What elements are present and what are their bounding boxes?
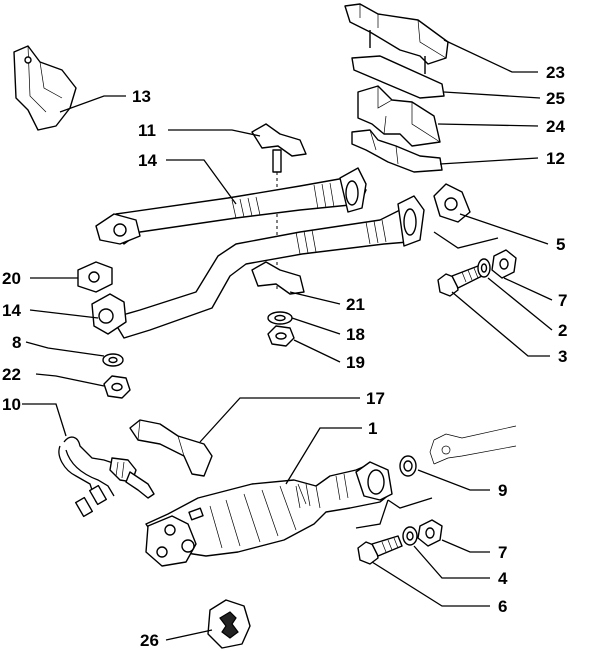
part-10-oxygen-sensor bbox=[58, 436, 155, 518]
part-20-gasket bbox=[77, 261, 113, 293]
callout-18: 18 bbox=[346, 325, 365, 344]
callout-13: 13 bbox=[132, 87, 151, 106]
callout-4: 4 bbox=[498, 569, 508, 588]
part-9-gasket bbox=[399, 455, 417, 477]
callout-20: 20 bbox=[2, 269, 21, 288]
part-6-bolt bbox=[357, 535, 403, 565]
callout-6: 6 bbox=[498, 597, 507, 616]
part-19-nut bbox=[267, 325, 295, 347]
callout-7-lower: 7 bbox=[498, 543, 507, 562]
leader-lines bbox=[22, 39, 553, 641]
callout-1: 1 bbox=[368, 419, 377, 438]
callout-26: 26 bbox=[140, 631, 159, 650]
callout-25: 25 bbox=[546, 89, 565, 108]
part-1-catalytic-converter bbox=[145, 461, 393, 567]
callout-22: 22 bbox=[2, 365, 21, 384]
part-4-washer bbox=[402, 526, 418, 546]
callout-14-upper: 14 bbox=[138, 151, 157, 170]
part-5-gasket bbox=[433, 183, 471, 223]
part-22-nut bbox=[103, 375, 131, 399]
part-7-nut-lower bbox=[417, 519, 443, 547]
part-13-bracket bbox=[13, 45, 77, 131]
part-2-washer bbox=[477, 258, 491, 278]
part-21-clamp bbox=[251, 261, 305, 295]
callout-3: 3 bbox=[558, 347, 567, 366]
callout-10: 10 bbox=[2, 395, 21, 414]
part-23-bracket bbox=[344, 3, 449, 74]
callout-21: 21 bbox=[346, 295, 365, 314]
part-18-washer bbox=[267, 311, 293, 325]
callout-19: 19 bbox=[346, 353, 365, 372]
callout-9: 9 bbox=[498, 481, 507, 500]
callout-7-upper: 7 bbox=[558, 291, 567, 310]
part-3-bolt bbox=[437, 265, 483, 297]
part-8-washer bbox=[102, 353, 124, 367]
part-7-nut-upper bbox=[491, 249, 517, 279]
callout-5: 5 bbox=[556, 235, 565, 254]
callout-14-lower: 14 bbox=[2, 301, 21, 320]
callout-12: 12 bbox=[546, 149, 565, 168]
callout-23: 23 bbox=[546, 63, 565, 82]
callout-2: 2 bbox=[558, 321, 567, 340]
part-26-rubber-ring bbox=[207, 599, 251, 649]
callout-17: 17 bbox=[366, 389, 385, 408]
callout-11: 11 bbox=[138, 121, 156, 140]
callout-24: 24 bbox=[546, 117, 565, 136]
part-25-plate bbox=[351, 55, 445, 99]
part-24-mount bbox=[357, 85, 441, 147]
callout-8: 8 bbox=[12, 333, 21, 352]
downstream-pipe-outline bbox=[429, 425, 517, 465]
part-14-front-pipe-upper bbox=[95, 167, 367, 245]
part-14-front-pipe-lower bbox=[91, 195, 425, 339]
part-17-heat-shield bbox=[129, 419, 213, 477]
